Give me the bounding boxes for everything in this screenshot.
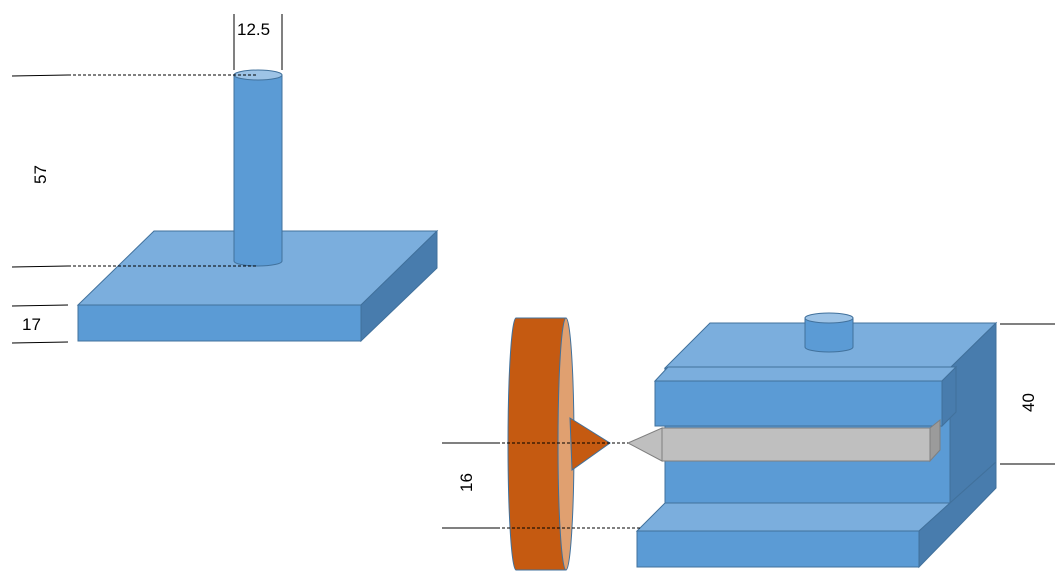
clamp-top bbox=[653, 366, 958, 382]
clamp-side bbox=[941, 365, 957, 428]
clamp-front bbox=[654, 380, 943, 427]
pin-height-label: 57 bbox=[31, 165, 50, 184]
disk-cone bbox=[569, 417, 611, 471]
vise-block bbox=[626, 312, 998, 569]
plate-front bbox=[77, 304, 362, 342]
pin-height-dimension: 57 bbox=[11, 74, 256, 268]
pin-diameter-dimension: 12.5 bbox=[233, 14, 283, 70]
block-height-dimension: 40 bbox=[1000, 323, 1055, 465]
block-height-label: 40 bbox=[1019, 393, 1038, 412]
pin-cylinder bbox=[233, 69, 283, 267]
disk-offset-dimension: 16 bbox=[442, 442, 640, 529]
workpiece-tip bbox=[626, 427, 663, 462]
disk-offset-label: 16 bbox=[457, 473, 476, 492]
plate-thickness-dimension: 17 bbox=[11, 304, 69, 344]
workpiece-bar bbox=[661, 427, 931, 462]
plate-with-pin bbox=[76, 69, 439, 343]
block-knob-cylinder bbox=[804, 312, 854, 353]
grinding-disk bbox=[507, 317, 611, 571]
pin-diameter-label: 12.5 bbox=[237, 20, 270, 39]
plate-side bbox=[360, 229, 438, 343]
plate-thickness-label: 17 bbox=[22, 315, 41, 334]
base-front bbox=[636, 530, 920, 568]
base-top bbox=[635, 502, 952, 532]
workpiece-end bbox=[929, 418, 941, 463]
